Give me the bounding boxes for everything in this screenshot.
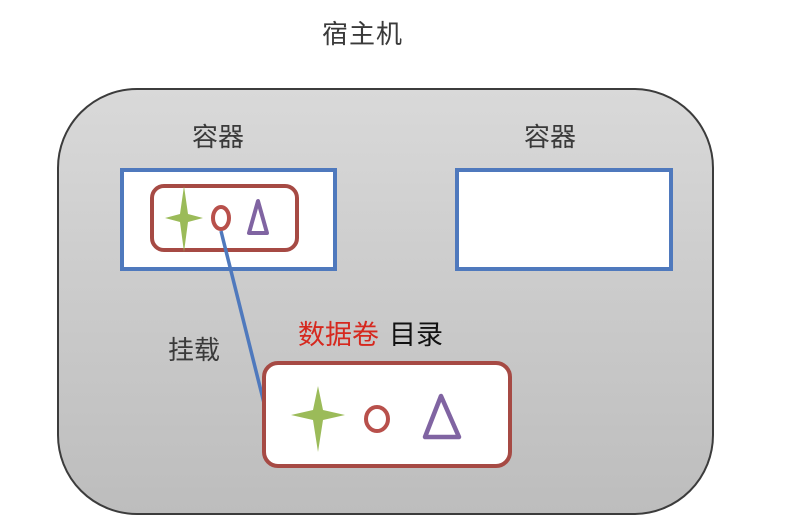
mount-link-line [219, 230, 266, 404]
triangle-icon [247, 199, 269, 235]
star-icon [165, 186, 203, 252]
host-title: 宿主机 [321, 20, 403, 50]
star-icon [291, 386, 345, 452]
container-box-right [455, 168, 673, 271]
container-label-right: 容器 [523, 123, 576, 153]
triangle-icon [422, 393, 462, 440]
directory-label: 目录 [389, 320, 443, 351]
circle-icon [364, 405, 390, 433]
container-label-left: 容器 [191, 123, 244, 153]
mount-label: 挂载 [168, 336, 221, 366]
circle-icon [211, 205, 231, 231]
volume-title: 数据卷目录 [298, 313, 443, 352]
volume-label: 数据卷 [298, 320, 379, 351]
